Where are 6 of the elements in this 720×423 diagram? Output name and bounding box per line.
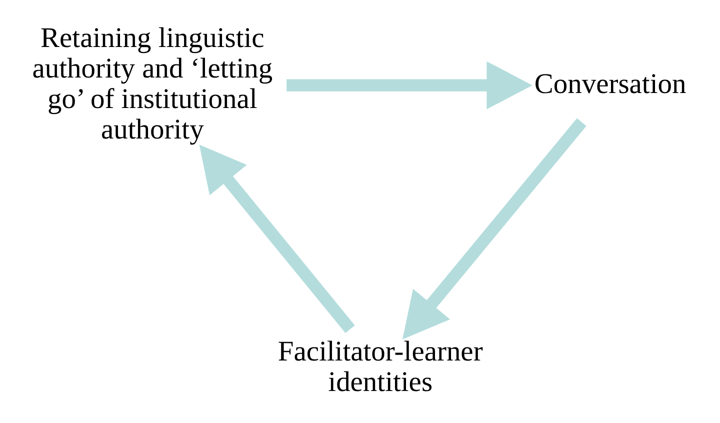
arrow — [199, 144, 355, 334]
arrow — [286, 61, 532, 110]
arrow — [402, 118, 586, 340]
node-text: Retaining linguistic authority and ‘letting go’ of institutional authority — [32, 23, 273, 146]
node-text: Facilitator-learner identities — [278, 336, 483, 398]
node-text: Conversation — [534, 68, 686, 100]
